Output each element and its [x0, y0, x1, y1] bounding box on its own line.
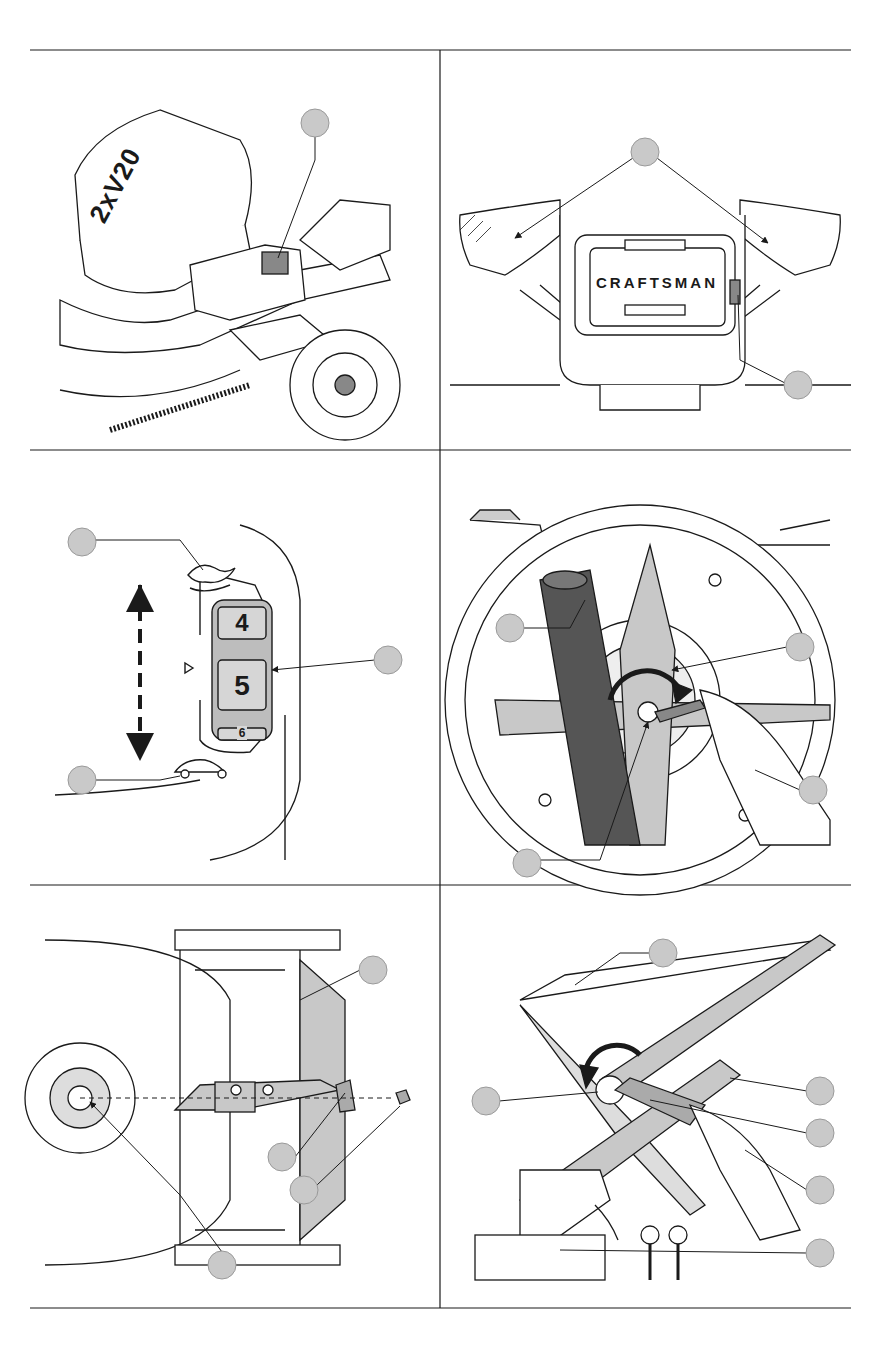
mower-top-illustration: [60, 110, 400, 440]
brand-name: CRAFTSMAN: [594, 274, 720, 291]
axis-line: [80, 1098, 395, 1099]
leader-lines: [90, 137, 807, 1253]
handle-battery-illustration: [450, 200, 851, 410]
height-setting: 6: [237, 726, 248, 740]
height-setting: 5: [232, 671, 252, 701]
up-down-arrow: [126, 584, 154, 761]
height-setting: 4: [233, 610, 250, 636]
blade-removal-illustration: [445, 505, 835, 895]
callout-circles: [68, 109, 834, 1279]
blade-assembly-illustration: [25, 930, 410, 1265]
blade-tightening-illustration: [475, 935, 835, 1280]
panel-frame: [30, 50, 851, 1308]
height-adjuster-illustration: [55, 525, 300, 860]
